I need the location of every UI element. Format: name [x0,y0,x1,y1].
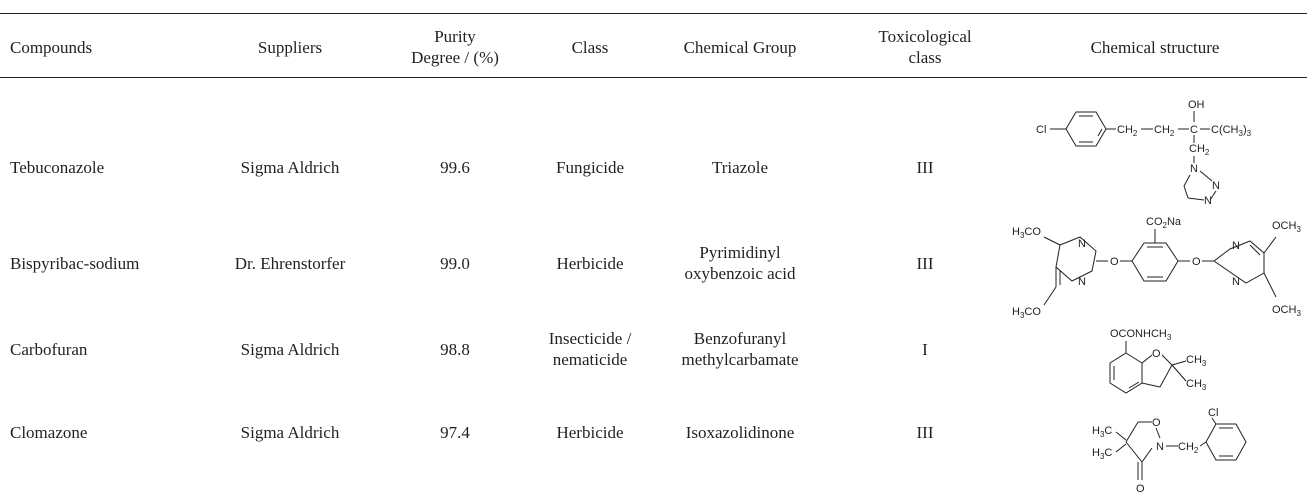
header-chemical-structure: Chemical structure [1090,37,1220,57]
cell-class: Herbicide [556,253,624,273]
cl-label: Cl [1036,124,1046,136]
cell-compound: Clomazone [10,422,88,442]
cell-chemical-group: Triazole [711,157,769,177]
svg-text:O: O [1152,348,1161,360]
header-class: Class [571,37,609,57]
tebuconazole-structure: Cl CH2 CH2 C OH C(CH3)3 CH2 N N N [1036,99,1252,204]
svg-text:CH2: CH2 [1154,124,1175,138]
bispyribac-structure: H3CO H3CO N N O CO2Na O N N OCH3 OCH3 [1012,216,1301,320]
clomazone-structure: Cl H3C H3C O N O CH2 [1092,407,1247,495]
cell-compound: Bispyribac-sodium [10,253,140,273]
cell-purity: 97.4 [440,422,470,442]
svg-text:N: N [1212,180,1220,192]
svg-text:CH2: CH2 [1117,124,1138,138]
svg-text:CH3: CH3 [1186,378,1207,392]
table-top-rule [0,13,1307,14]
oh-label: OH [1188,99,1205,111]
carbofuran-structure: OCONHCH3 O CH3 CH3 [1109,328,1207,394]
cell-class: Fungicide [556,157,624,177]
svg-text:CH2: CH2 [1189,143,1210,157]
cell-compound: Carbofuran [10,339,88,359]
svg-text:O: O [1192,256,1201,268]
svg-text:O: O [1110,256,1119,268]
cell-purity: 99.6 [440,157,470,177]
header-toxicological-class: Toxicological class [878,27,972,67]
svg-text:N: N [1078,276,1086,288]
svg-text:N: N [1156,441,1164,453]
svg-text:OCH3: OCH3 [1272,220,1301,234]
cell-class: Herbicide [556,422,624,442]
svg-text:OCH3: OCH3 [1272,304,1301,318]
header-purity: Purity Degree / (%) [411,27,499,67]
cell-tox-class: III [916,157,934,177]
cell-supplier: Sigma Aldrich [240,422,340,442]
svg-text:N: N [1232,240,1240,252]
svg-text:Cl: Cl [1208,407,1218,419]
svg-text:N: N [1190,163,1198,175]
header-suppliers: Suppliers [257,37,323,57]
svg-text:O: O [1136,483,1145,495]
svg-text:H3CO: H3CO [1012,306,1041,320]
cell-class: Insecticide / nematicide [548,329,632,369]
cell-supplier: Dr. Ehrenstorfer [234,253,346,273]
header-chemical-group: Chemical Group [683,37,797,57]
header-compounds: Compounds [10,37,93,57]
cell-chemical-group: Pyrimidinyl oxybenzoic acid [684,243,796,283]
cell-tox-class: I [922,339,928,359]
cell-tox-class: III [916,253,934,273]
svg-text:CH2: CH2 [1178,441,1199,455]
svg-text:N: N [1078,238,1086,250]
svg-text:C(CH3)3: C(CH3)3 [1211,124,1252,138]
cell-purity: 99.0 [440,253,470,273]
cell-chemical-group: Isoxazolidinone [685,422,795,442]
table-header-rule [0,77,1307,78]
svg-text:O: O [1152,417,1161,429]
svg-text:CH3: CH3 [1186,354,1207,368]
cell-supplier: Sigma Aldrich [240,157,340,177]
cell-compound: Tebuconazole [10,157,105,177]
svg-text:OCONHCH3: OCONHCH3 [1110,328,1172,342]
svg-text:C: C [1190,124,1198,136]
svg-text:H3C: H3C [1092,425,1112,439]
cell-supplier: Sigma Aldrich [240,339,340,359]
svg-text:N: N [1232,276,1240,288]
cell-chemical-group: Benzofuranyl methylcarbamate [681,329,799,369]
svg-text:H3CO: H3CO [1012,226,1041,240]
svg-text:N: N [1204,195,1212,204]
cell-purity: 98.8 [440,339,470,359]
cell-tox-class: III [916,422,934,442]
svg-text:H3C: H3C [1092,447,1112,461]
svg-text:CO2Na: CO2Na [1146,216,1182,230]
